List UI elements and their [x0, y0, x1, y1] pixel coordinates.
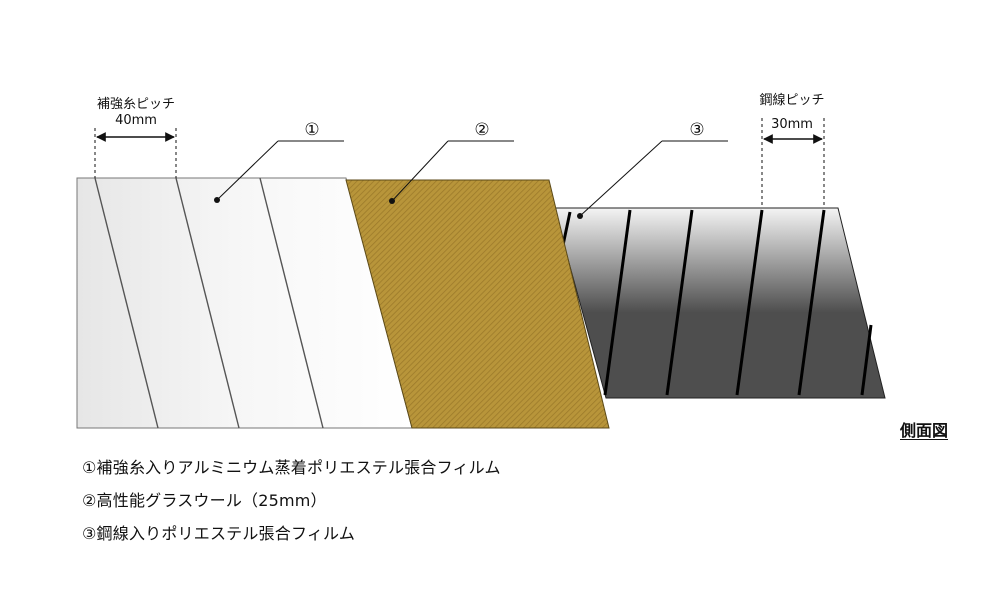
steel-wire — [603, 209, 632, 396]
callout-label-3: ③ — [689, 120, 704, 140]
reinforcement-thread — [175, 177, 240, 429]
callout-2: ② — [389, 120, 514, 204]
callout-3: ③ — [577, 120, 728, 219]
steel-wire — [735, 209, 764, 396]
callout-label-2: ② — [474, 120, 489, 140]
callout-label-1: ① — [304, 120, 319, 140]
left-pitch-title: 補強糸ピッチ — [97, 97, 175, 112]
left-pitch-value: 40mm — [115, 113, 157, 128]
left-pitch-dimension: 補強糸ピッチ 40mm — [94, 97, 177, 178]
view-label: 側面図 — [900, 421, 949, 440]
layer-2-glass-wool — [345, 179, 610, 429]
reinforcement-thread — [94, 177, 159, 429]
steel-wire — [797, 209, 826, 396]
layer-3-steel-film — [553, 207, 886, 399]
steel-wire — [860, 324, 873, 396]
callout-1: ① — [214, 120, 344, 203]
legend-item-3: ③鋼線入りポリエステル張合フィルム — [82, 524, 356, 543]
layer-1-aluminium-film — [76, 177, 413, 429]
right-pitch-dimension: 鋼線ピッチ 30mm — [759, 92, 825, 208]
legend-item-1: ①補強糸入りアルミニウム蒸着ポリエステル張合フィルム — [82, 458, 501, 477]
steel-wire — [665, 209, 694, 396]
right-pitch-value: 30mm — [771, 117, 813, 132]
legend-item-2: ②高性能グラスウール（25mm） — [82, 491, 327, 510]
right-pitch-title: 鋼線ピッチ — [759, 92, 824, 108]
reinforcement-thread — [259, 177, 324, 429]
